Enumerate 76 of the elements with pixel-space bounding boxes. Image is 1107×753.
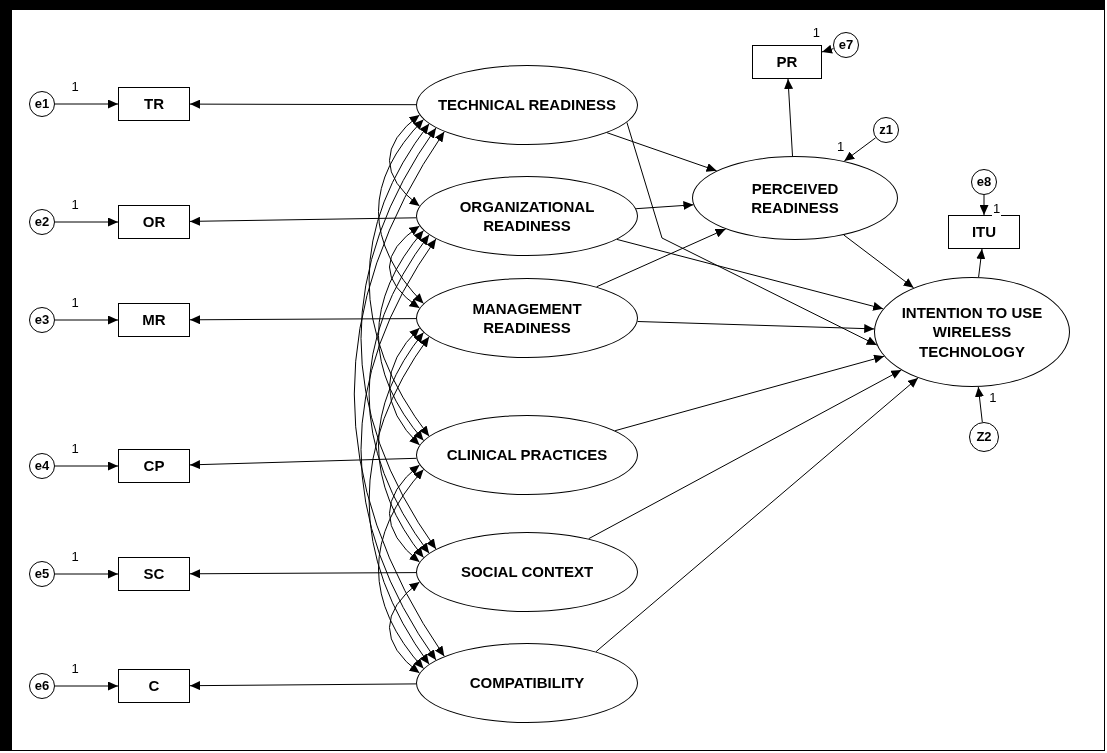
arrow — [635, 201, 694, 210]
covariance-arrow — [378, 230, 424, 441]
arrow — [614, 354, 885, 432]
error-term-circle: e5 — [29, 561, 55, 587]
arrow — [54, 315, 119, 325]
covariance-arrow — [378, 119, 424, 304]
observed-variable-box: OR — [118, 205, 190, 239]
arrow — [189, 681, 417, 691]
arrow — [189, 216, 417, 226]
observed-variable-box: SC — [118, 557, 190, 591]
arrow — [189, 99, 417, 109]
arrow — [588, 369, 902, 540]
error-term-circle: e2 — [29, 209, 55, 235]
arrow — [189, 315, 417, 325]
arrow — [974, 386, 984, 423]
edge-label: 1 — [70, 198, 80, 212]
covariance-arrow — [389, 464, 420, 563]
latent-variable-ellipse: SOCIAL CONTEXT — [416, 532, 638, 612]
error-term-circle: z1 — [873, 117, 899, 143]
arrow — [189, 457, 417, 470]
covariance-arrow — [389, 114, 420, 207]
arrow — [606, 132, 718, 172]
arrow — [596, 228, 727, 288]
error-term-circle: Z2 — [969, 422, 999, 452]
arrow — [54, 461, 119, 471]
arrow — [843, 234, 915, 289]
edge-label: 1 — [70, 80, 80, 94]
error-term-circle: e7 — [833, 32, 859, 58]
arrow — [843, 137, 877, 162]
edge-label: 1 — [70, 442, 80, 456]
covariance-arrow — [360, 127, 437, 550]
observed-variable-box: MR — [118, 303, 190, 337]
covariance-arrow — [368, 123, 430, 437]
covariance-arrow — [389, 225, 420, 309]
arrow — [821, 44, 834, 54]
edge-label: 1 — [70, 296, 80, 310]
observed-variable-box: ITU — [948, 215, 1020, 249]
arrow — [979, 194, 989, 216]
arrow — [595, 377, 919, 653]
observed-variable-box: PR — [752, 45, 822, 79]
edge-label: 1 — [70, 550, 80, 564]
arrow — [54, 99, 119, 109]
covariance-arrow — [353, 131, 445, 657]
error-term-circle: e3 — [29, 307, 55, 333]
covariance-arrow — [389, 327, 420, 446]
error-term-circle: e6 — [29, 673, 55, 699]
covariance-arrow — [368, 336, 430, 665]
arrow — [54, 569, 119, 579]
observed-variable-box: C — [118, 669, 190, 703]
error-term-circle: e1 — [29, 91, 55, 117]
arrow — [976, 248, 986, 278]
latent-variable-ellipse: ORGANIZATIONAL READINESS — [416, 176, 638, 256]
latent-variable-ellipse: INTENTION TO USE WIRELESS TECHNOLOGY — [874, 277, 1070, 387]
arrow — [189, 569, 417, 579]
latent-variable-ellipse: TECHNICAL READINESS — [416, 65, 638, 145]
arrow — [637, 321, 875, 334]
covariance-arrow — [360, 238, 437, 661]
error-term-circle: e4 — [29, 453, 55, 479]
arrow — [616, 238, 884, 311]
covariance-arrow — [378, 332, 424, 558]
edge-label: 1 — [70, 662, 80, 676]
latent-variable-ellipse: PERCEIVED READINESS — [692, 156, 898, 240]
covariance-arrow — [378, 469, 424, 669]
arrow — [54, 217, 119, 227]
covariance-arrow — [368, 234, 430, 554]
arrow — [626, 121, 878, 346]
observed-variable-box: TR — [118, 87, 190, 121]
edge-label: 1 — [992, 202, 1002, 216]
latent-variable-ellipse: COMPATIBILITY — [416, 643, 638, 723]
latent-variable-ellipse: CLINICAL PRACTICES — [416, 415, 638, 495]
covariance-arrow — [389, 581, 420, 674]
arrow — [784, 78, 794, 157]
arrow — [54, 681, 119, 691]
error-term-circle: e8 — [971, 169, 997, 195]
observed-variable-box: CP — [118, 449, 190, 483]
latent-variable-ellipse: MANAGEMENT READINESS — [416, 278, 638, 358]
